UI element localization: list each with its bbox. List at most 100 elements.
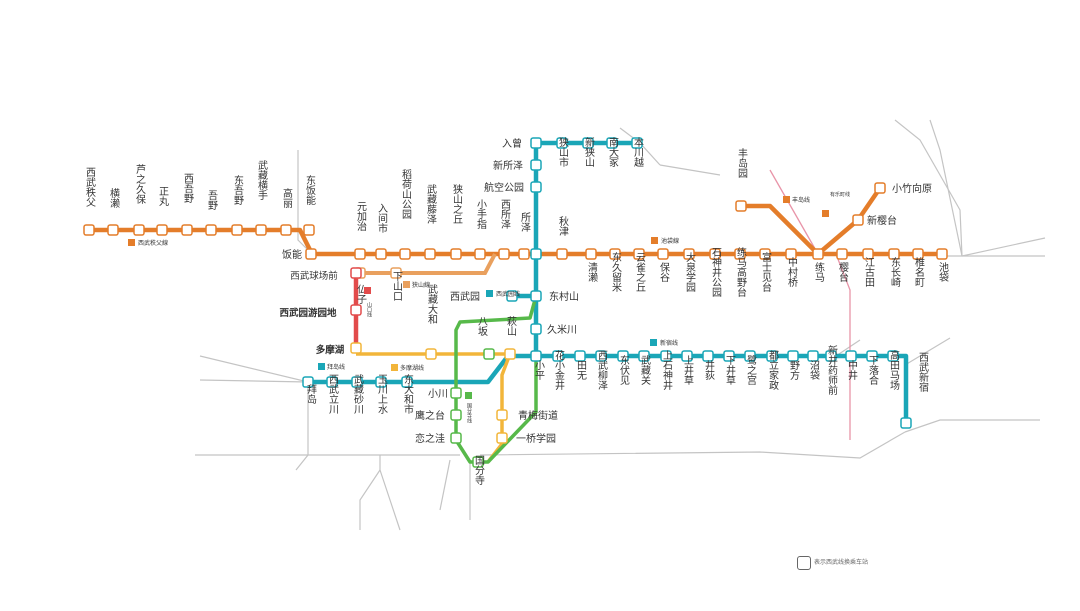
station-kamiigusa[interactable]: 上井草: [681, 350, 694, 385]
station-shintokorozawa[interactable]: 新所泽: [493, 159, 542, 172]
station-araiyakushi[interactable]: 新井药师前: [825, 344, 838, 396]
station-label: 上井草: [682, 355, 694, 385]
metro-line-east: [961, 237, 1046, 257]
station-musashiyokote[interactable]: 武藏横手: [255, 159, 268, 236]
station-musashiseki[interactable]: 武藏关: [638, 350, 651, 386]
station-label: 椎名町: [913, 256, 925, 287]
station-omekaido[interactable]: 青梅街道: [496, 409, 558, 422]
station-higashifushimi[interactable]: 东伏见: [617, 350, 630, 385]
station-inariyama[interactable]: 稻荷山公园: [399, 169, 412, 260]
station-tokorozawa-shinjuku[interactable]: [530, 248, 542, 260]
station-kiyose[interactable]: 清濑: [585, 248, 598, 283]
station-ekoda[interactable]: 江古田: [862, 248, 875, 287]
station-iogi[interactable]: 井荻: [702, 350, 715, 381]
station-takanodai[interactable]: 鹰之台: [415, 409, 462, 422]
station-sunagawa[interactable]: 武藏砂川: [351, 373, 364, 414]
station-shimoigusa[interactable]: 下井草: [723, 350, 736, 385]
station-tamagawajosui[interactable]: 玉川上水: [375, 374, 388, 414]
station-kodaira[interactable]: 小平: [530, 350, 545, 381]
station-koigakubo[interactable]: 恋之洼: [415, 432, 462, 445]
station-akitsu[interactable]: 秋津: [556, 215, 569, 260]
station-haijima[interactable]: 拜岛: [302, 376, 317, 405]
station-nishitokorozawa[interactable]: 西所泽: [498, 199, 511, 260]
station-ikebukuro[interactable]: 池袋: [936, 248, 949, 282]
station-higashihanno[interactable]: 东饭能: [303, 174, 316, 236]
station-nogata[interactable]: 野方: [787, 350, 800, 381]
station-nerima[interactable]: 练马: [812, 248, 825, 283]
station-hanakoganei[interactable]: 花小金井: [552, 349, 565, 391]
station-ogawa[interactable]: 小川: [428, 387, 462, 400]
station-ashigakubo[interactable]: 芦之久保: [133, 164, 146, 236]
station-higashinagasaki[interactable]: 东长崎: [888, 248, 901, 287]
station-label: 武藏横手: [256, 159, 268, 201]
station-label: 新樱台: [867, 214, 897, 227]
station-shakujii[interactable]: 石神井公园: [709, 247, 722, 298]
station-shomaru[interactable]: 正丸: [156, 186, 169, 236]
station-tamako[interactable]: 多摩湖: [316, 342, 362, 356]
station-kumegawa[interactable]: 久米川: [530, 323, 577, 336]
station-shimoochiai[interactable]: 下落合: [866, 350, 879, 386]
station-iruma[interactable]: 入曾: [502, 137, 542, 150]
station-shinsayama[interactable]: 新狭山: [582, 136, 595, 167]
station-sayamagaoka[interactable]: 狭山之丘: [450, 183, 463, 260]
station-hagiyama[interactable]: 萩山: [504, 316, 517, 360]
station-label: 东饭能: [304, 174, 316, 206]
station-nishiagano[interactable]: 西吾野: [181, 173, 194, 236]
station-sayamashi[interactable]: 狭山市: [556, 136, 569, 168]
station-kokubunji[interactable]: 国分寺: [472, 455, 485, 485]
station-kotakemukaihara[interactable]: 小竹向原: [874, 182, 932, 195]
station-label: 鹰之台: [415, 409, 445, 422]
station-seibushinjuku[interactable]: 西武新宿: [900, 352, 929, 429]
station-toshimaen[interactable]: 丰岛园: [735, 147, 748, 212]
station-kyujomae[interactable]: 西武球场前: [290, 267, 362, 282]
station-higashiagano[interactable]: 东吾野: [231, 174, 244, 236]
station-saginomiya[interactable]: 鹭之宫: [744, 350, 757, 386]
station-tokorozawa[interactable]: 所泽: [518, 212, 531, 260]
station-fujimidai[interactable]: 富士见台: [759, 248, 772, 293]
station-shimoyamaguchi[interactable]: 下山口: [390, 267, 403, 301]
station-nakamurabashi[interactable]: 中村桥: [785, 248, 798, 288]
station-numabukuro[interactable]: 沼袋: [807, 350, 820, 380]
station-label: 狭山市: [557, 136, 569, 168]
station-chichibu[interactable]: 西武秩父: [83, 167, 96, 236]
station-kamishakujii[interactable]: 上石神井: [660, 350, 673, 391]
station-minamiotsuka[interactable]: 南大冢: [606, 136, 619, 167]
station-yasaka[interactable]: 八坂: [476, 316, 495, 360]
station-higashikurume[interactable]: 东久留米: [609, 248, 622, 293]
station-label: 樱台: [837, 262, 849, 283]
station-kotesashi[interactable]: 小手指: [474, 199, 487, 260]
station-hoya[interactable]: 保谷: [657, 248, 670, 283]
station-hibarigaoka[interactable]: 云雀之丘: [633, 248, 646, 292]
station-tachikawa[interactable]: 西武立川: [326, 374, 339, 414]
station-shiinamachi[interactable]: 椎名町: [912, 248, 925, 287]
station-label: 恋之洼: [415, 432, 445, 445]
station-hanno[interactable]: 饭能: [282, 248, 317, 261]
station-higashiyamato[interactable]: 东大和市: [401, 373, 414, 415]
station-tanashi[interactable]: 田无: [574, 350, 587, 381]
station-hitotsubashi[interactable]: 一桥学园: [496, 432, 556, 445]
station-toritsukasei[interactable]: 都立家政: [766, 350, 779, 391]
station-musashiyamato[interactable]: 武藏大和: [425, 283, 438, 360]
station-koma[interactable]: 高丽: [280, 187, 293, 236]
station-label: 东长崎: [889, 256, 901, 287]
station-oizumi[interactable]: 大泉学园: [683, 248, 696, 293]
station-shinsakuradai[interactable]: 新樱台: [852, 214, 897, 227]
station-fujisawa[interactable]: 武藏藤泽: [424, 183, 437, 260]
station-agano[interactable]: 吾野: [205, 190, 218, 236]
station-takadanobaba[interactable]: 高田马场: [887, 349, 900, 391]
station-kokukoen[interactable]: 航空公园: [484, 181, 542, 194]
station-seibuen[interactable]: 西武园: [450, 290, 518, 303]
metro-line-takadanobaba: [904, 337, 951, 366]
ikebukuro-line: [88, 186, 942, 257]
station-honkawagoe[interactable]: 本川越: [631, 136, 644, 167]
station-motokaji[interactable]: 元加治: [354, 201, 367, 260]
station-higashimurayama[interactable]: 东村山: [530, 290, 579, 303]
station-yagisawa[interactable]: 西武柳泽: [595, 350, 608, 390]
station-yokoze[interactable]: 横濑: [107, 187, 120, 236]
station-yuenchi[interactable]: 西武园游园地: [279, 304, 362, 319]
station-sakuradai[interactable]: 樱台: [836, 248, 849, 283]
station-nakai[interactable]: 中井: [845, 350, 858, 381]
station-irumashi[interactable]: 入间市: [375, 203, 388, 260]
station-nerimatakanodai[interactable]: 练马高野台: [734, 246, 747, 298]
